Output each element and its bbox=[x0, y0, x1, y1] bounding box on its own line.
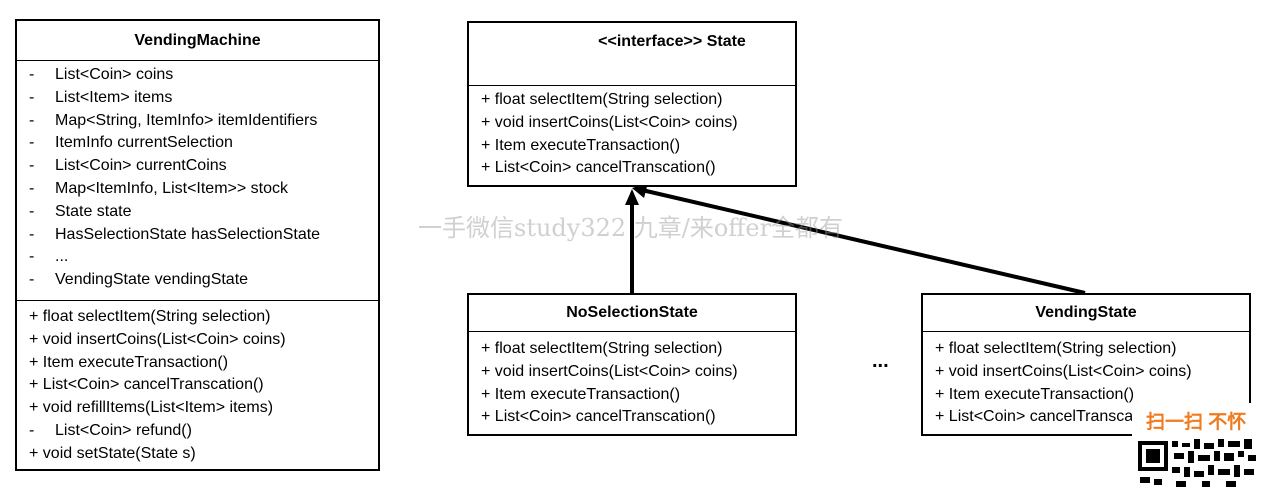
method-row: + void insertCoins(List<Coin> coins) bbox=[481, 362, 738, 380]
method-row: + float selectItem(String selection) bbox=[481, 91, 723, 108]
methods-section: + float selectItem(String selection) + vo… bbox=[923, 331, 1249, 429]
visibility-marker: - bbox=[29, 88, 35, 106]
method-row: + List<Coin> cancelTranscation() bbox=[29, 376, 264, 394]
method-row: + float selectItem(String selection) bbox=[29, 308, 271, 325]
method-row: + void refillItems(List<Item> items) bbox=[29, 399, 274, 417]
field-row: - State state bbox=[17, 201, 378, 224]
field-text: ... bbox=[55, 248, 69, 266]
field-row: - ItemInfo currentSelection bbox=[17, 132, 378, 155]
more-states-ellipsis: ... bbox=[872, 350, 889, 372]
method-row: + void insertCoins(List<Coin> coins) bbox=[935, 362, 1192, 380]
visibility-marker: - bbox=[29, 248, 35, 266]
field-row: -... bbox=[17, 246, 378, 269]
methods-section: + float selectItem(String selection) + vo… bbox=[469, 331, 795, 429]
method-row: + Item executeTransaction() bbox=[29, 353, 229, 371]
field-text: Map<String, ItemInfo> itemIdentifiers bbox=[55, 111, 318, 129]
visibility-marker: - bbox=[29, 66, 35, 83]
promo-text: 扫一扫 不怀 bbox=[1146, 412, 1247, 433]
method-row: + List<Coin> cancelTranscation() bbox=[481, 159, 716, 177]
class-title: VendingMachine bbox=[134, 32, 261, 49]
visibility-marker: - bbox=[29, 134, 35, 152]
method-row: + Item executeTransaction() bbox=[935, 385, 1135, 403]
qr-code-icon bbox=[1138, 439, 1256, 487]
field-row: - List<Coin> coins bbox=[17, 64, 378, 87]
method-row: + float selectItem(String selection) bbox=[935, 340, 1177, 357]
field-row: - List<Coin> currentCoins bbox=[17, 155, 378, 178]
field-row: - Map<String, ItemInfo> itemIdentifiers bbox=[17, 110, 378, 133]
method-row: + List<Coin> cancelTranscation() bbox=[481, 408, 716, 426]
class-title: VendingState bbox=[1035, 304, 1137, 321]
visibility-marker: - bbox=[29, 271, 35, 289]
method-row: + void insertCoins(List<Coin> coins) bbox=[481, 113, 738, 131]
watermark-text: 一手微信study322 九章/来offer全都有 bbox=[418, 214, 844, 242]
visibility-marker: - bbox=[29, 421, 35, 439]
visibility-marker: - bbox=[29, 111, 35, 129]
method-row: + void setState(State s) bbox=[29, 444, 196, 462]
state-interface: <<interface>> State + float selectItem(S… bbox=[467, 21, 797, 187]
field-text: List<Item> items bbox=[55, 88, 173, 106]
no-selection-state-class: NoSelectionState + float selectItem(Stri… bbox=[467, 293, 797, 436]
interface-title: <<interface>> State bbox=[598, 33, 746, 50]
visibility-marker: - bbox=[29, 157, 35, 175]
field-text: List<Coin> coins bbox=[55, 66, 174, 83]
field-row: - List<Item> items bbox=[17, 87, 378, 110]
field-text: HasSelectionState hasSelectionState bbox=[55, 225, 321, 243]
field-text: List<Coin> currentCoins bbox=[55, 157, 227, 175]
method-row: + Item executeTransaction() bbox=[481, 136, 681, 154]
field-text: VendingState vendingState bbox=[55, 271, 249, 289]
method-row: - List<Coin> refund() bbox=[17, 420, 378, 443]
method-row: + void insertCoins(List<Coin> coins) bbox=[29, 330, 286, 348]
field-row: - Map<ItemInfo, List<Item>> stock bbox=[17, 178, 378, 201]
vend-to-state-arrow bbox=[641, 188, 1086, 295]
field-row: - VendingState vendingState bbox=[17, 269, 378, 292]
field-text: ItemInfo currentSelection bbox=[55, 134, 233, 152]
visibility-marker: - bbox=[29, 225, 35, 243]
method-text: List<Coin> refund() bbox=[55, 421, 192, 439]
vending-machine-class: VendingMachine - List<Coin> coins - List<It… bbox=[15, 19, 380, 471]
methods-section: + float selectItem(String selection) + vo… bbox=[17, 300, 378, 466]
visibility-marker: - bbox=[29, 179, 35, 197]
visibility-marker: - bbox=[29, 202, 35, 220]
class-title: NoSelectionState bbox=[566, 304, 698, 321]
method-row: + Item executeTransaction() bbox=[481, 385, 681, 403]
promo-badge[interactable]: 扫一扫 不怀 bbox=[1132, 403, 1261, 491]
field-text: State state bbox=[55, 202, 132, 220]
field-text: Map<ItemInfo, List<Item>> stock bbox=[55, 179, 288, 197]
fields-section: - List<Coin> coins - List<Item> items - Map<S… bbox=[17, 60, 378, 300]
method-row: + float selectItem(String selection) bbox=[481, 340, 723, 357]
methods-section: + float selectItem(String selection) + vo… bbox=[469, 85, 795, 180]
nosel-arrowhead bbox=[625, 189, 639, 205]
field-row: - HasSelectionState hasSelectionState bbox=[17, 224, 378, 247]
vending-state-class: VendingState + float selectItem(String s… bbox=[921, 293, 1251, 436]
method-row: + List<Coin> cancelTranscation() bbox=[935, 408, 1170, 426]
